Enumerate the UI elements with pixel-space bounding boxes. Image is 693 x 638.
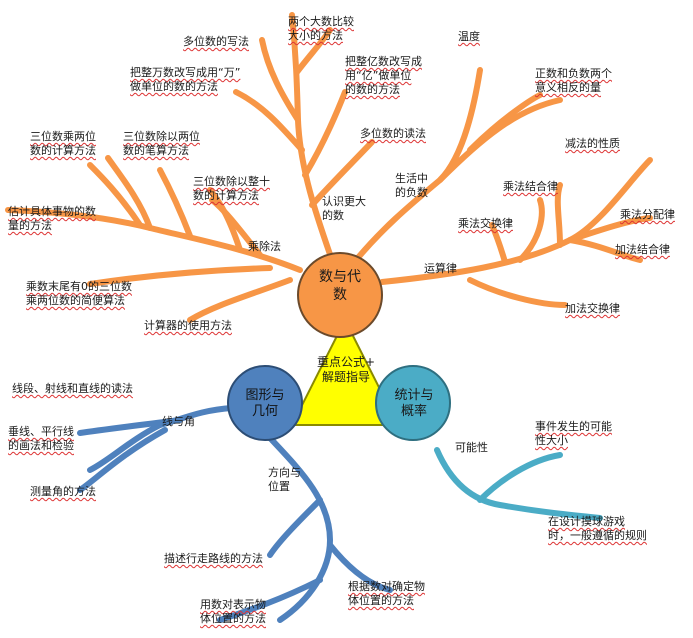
possibility-item-1: 在设计摸球游戏 时，一般遵循的规则 bbox=[548, 515, 647, 542]
laws-item-0: 减法的性质 bbox=[565, 137, 620, 150]
mul-div-item-1: 三位数除以两位 数的笔算方法 bbox=[123, 130, 200, 157]
mul-div-label: 乘除法 bbox=[248, 240, 281, 253]
algebra-hub-label: 数与代 数 bbox=[319, 269, 361, 303]
big-numbers-item-3: 把整亿数改写成 用“亿”做单位 的数的方法 bbox=[345, 55, 422, 96]
position-label: 方向与 位置 bbox=[268, 466, 301, 493]
geometry-hub-label: 图形与 几何 bbox=[245, 388, 285, 419]
laws-item-3: 乘法交换律 bbox=[458, 217, 513, 230]
mul-div-item-4: 乘数末尾有0的三位数 乘两位数的简便算法 bbox=[26, 280, 132, 307]
big-numbers-item-0: 多位数的写法 bbox=[183, 35, 249, 48]
position-item-1: 用数对表示物 体位置的方法 bbox=[200, 598, 266, 625]
laws-item-1: 乘法结合律 bbox=[503, 180, 558, 193]
big-numbers-item-4: 多位数的读法 bbox=[360, 127, 426, 140]
mul-div-item-0: 三位数乘两位 数的计算方法 bbox=[30, 130, 96, 157]
geometry-branches bbox=[77, 405, 393, 623]
laws-item-2: 乘法分配律 bbox=[620, 208, 675, 221]
stats-branches bbox=[434, 447, 603, 521]
stats-hub-label: 统计与 概率 bbox=[394, 388, 434, 419]
algebra-branches bbox=[5, 12, 653, 323]
laws-label: 运算律 bbox=[424, 262, 457, 275]
center-triangle bbox=[290, 317, 400, 426]
geometry-hub-circle bbox=[227, 365, 303, 441]
big-numbers-label: 认识更大 的数 bbox=[322, 195, 366, 222]
position-item-0: 描述行走路线的方法 bbox=[164, 552, 263, 565]
possibility-item-0: 事件发生的可能 性大小 bbox=[535, 420, 612, 447]
laws-item-5: 加法交换律 bbox=[565, 302, 620, 315]
big-numbers-item-1: 两个大数比较 大小的方法 bbox=[288, 15, 354, 42]
stats-hub-circle bbox=[375, 365, 451, 441]
laws-item-4: 加法结合律 bbox=[615, 243, 670, 256]
lines-item-2: 测量角的方法 bbox=[30, 485, 96, 498]
center-title: 重点公式+ 解题指导 bbox=[316, 355, 376, 384]
mul-div-item-5: 计算器的使用方法 bbox=[144, 319, 232, 332]
negatives-item-1: 正数和负数两个 意义相反的量 bbox=[535, 67, 612, 94]
big-numbers-item-2: 把整万数改写成用“万” 做单位的数的方法 bbox=[130, 66, 241, 93]
algebra-hub-circle bbox=[297, 252, 383, 338]
negatives-label: 生活中 的负数 bbox=[395, 172, 428, 199]
position-item-2: 根据数对确定物 体位置的方法 bbox=[348, 580, 425, 607]
lines-label: 线与角 bbox=[162, 415, 195, 428]
mul-div-item-3: 估计具体事物的数 量的方法 bbox=[8, 205, 96, 232]
possibility-label: 可能性 bbox=[455, 441, 488, 454]
negatives-item-0: 温度 bbox=[458, 30, 480, 43]
mul-div-item-2: 三位数除以整十 数的计算方法 bbox=[193, 175, 270, 202]
lines-item-1: 垂线、平行线 的画法和检验 bbox=[8, 425, 74, 452]
lines-item-0: 线段、射线和直线的读法 bbox=[12, 382, 133, 395]
